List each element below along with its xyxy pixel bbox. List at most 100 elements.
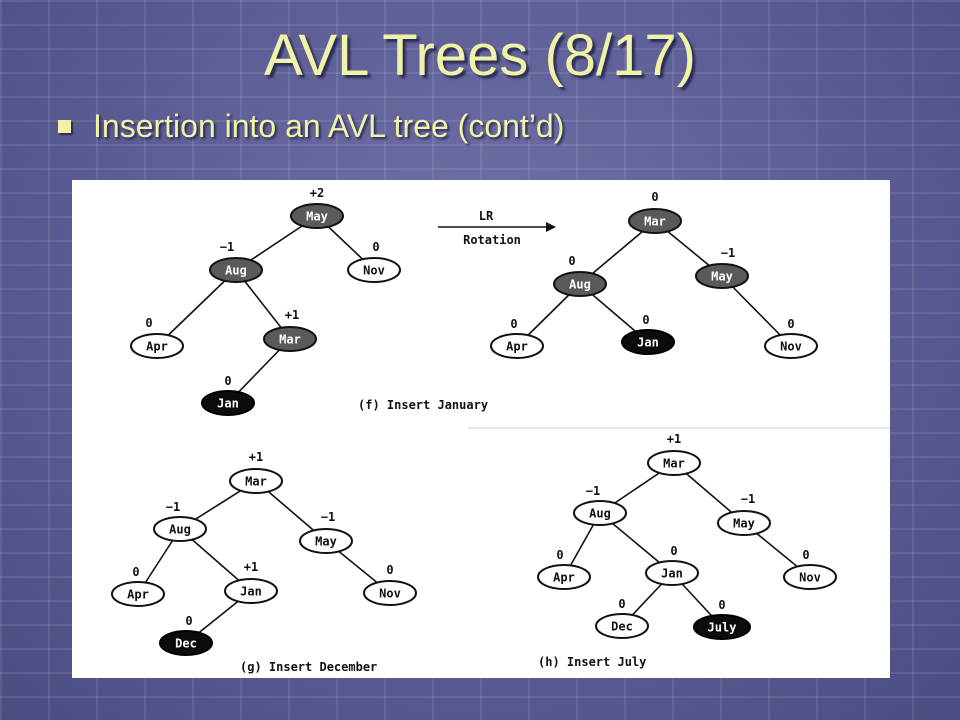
node-ellipse bbox=[573, 500, 627, 526]
node-label: Jan bbox=[217, 397, 239, 411]
tree-node-aug: Aug bbox=[209, 257, 263, 283]
balance-factor: 0 bbox=[618, 597, 625, 611]
balance-factor: 0 bbox=[224, 374, 231, 388]
trees-layer: May+2Aug−1Nov0Apr0Mar+1Jan0Mar0Aug0May−1… bbox=[111, 186, 837, 656]
node-ellipse bbox=[347, 257, 401, 283]
slide-title: AVL Trees (8/17) bbox=[264, 23, 696, 88]
node-label: Nov bbox=[363, 264, 385, 278]
tree-node-jan: Jan bbox=[621, 329, 675, 355]
tree-node-apr: Apr bbox=[490, 333, 544, 359]
node-ellipse bbox=[621, 329, 675, 355]
node-ellipse bbox=[209, 257, 263, 283]
balance-factor: 0 bbox=[642, 313, 649, 327]
node-label: Apr bbox=[146, 340, 168, 354]
node-label: May bbox=[306, 210, 328, 224]
bullet-row: Insertion into an AVL tree (cont’d) bbox=[58, 108, 564, 145]
node-label: Apr bbox=[553, 571, 575, 585]
node-ellipse bbox=[159, 630, 213, 656]
node-label: May bbox=[315, 535, 337, 549]
tree-node-mar: Mar bbox=[229, 468, 283, 494]
node-ellipse bbox=[224, 578, 278, 604]
node-ellipse bbox=[783, 564, 837, 590]
tree-node-aug: Aug bbox=[153, 516, 207, 542]
node-label: Jan bbox=[661, 567, 683, 581]
tree-node-dec: Dec bbox=[159, 630, 213, 656]
node-label: Nov bbox=[379, 587, 401, 601]
node-label: Mar bbox=[663, 457, 685, 471]
node-ellipse bbox=[229, 468, 283, 494]
tree-node-apr: Apr bbox=[130, 333, 184, 359]
rotation-label-lr: LR bbox=[479, 209, 494, 223]
balance-factor: 0 bbox=[386, 563, 393, 577]
tree-node-july: July bbox=[693, 614, 751, 640]
balance-factor: −1 bbox=[721, 246, 735, 260]
balance-factor: 0 bbox=[651, 190, 658, 204]
node-label: Apr bbox=[127, 588, 149, 602]
node-ellipse bbox=[647, 450, 701, 476]
node-label: Aug bbox=[169, 523, 191, 537]
tree-node-may: May bbox=[290, 203, 344, 229]
rotation-label-rotation: Rotation bbox=[463, 233, 521, 247]
node-label: Aug bbox=[225, 264, 247, 278]
node-ellipse bbox=[628, 208, 682, 234]
tree-node-jan: Jan bbox=[201, 390, 255, 416]
node-ellipse bbox=[130, 333, 184, 359]
balance-factor: 0 bbox=[787, 317, 794, 331]
node-label: Mar bbox=[245, 475, 267, 489]
node-ellipse bbox=[363, 580, 417, 606]
node-ellipse bbox=[717, 510, 771, 536]
node-ellipse bbox=[645, 560, 699, 586]
node-label: Aug bbox=[589, 507, 611, 521]
tree-node-apr: Apr bbox=[537, 564, 591, 590]
node-ellipse bbox=[299, 528, 353, 554]
node-ellipse bbox=[153, 516, 207, 542]
node-ellipse bbox=[490, 333, 544, 359]
balance-factor: −1 bbox=[220, 240, 234, 254]
node-label: Aug bbox=[569, 278, 591, 292]
tree-edge bbox=[156, 269, 237, 347]
node-ellipse bbox=[263, 326, 317, 352]
balance-factor: 0 bbox=[372, 240, 379, 254]
tree-node-nov: Nov bbox=[783, 564, 837, 590]
node-label: Jan bbox=[240, 585, 262, 599]
balance-factor: 0 bbox=[802, 548, 809, 562]
balance-factor: 0 bbox=[670, 544, 677, 558]
tree-node-nov: Nov bbox=[363, 580, 417, 606]
node-label: Dec bbox=[611, 620, 633, 634]
node-ellipse bbox=[201, 390, 255, 416]
node-ellipse bbox=[111, 581, 165, 607]
node-ellipse bbox=[695, 263, 749, 289]
balance-factor: +1 bbox=[667, 432, 681, 446]
balance-factor: −1 bbox=[741, 492, 755, 506]
tree-node-mar: Mar bbox=[628, 208, 682, 234]
tree-node-may: May bbox=[695, 263, 749, 289]
node-ellipse bbox=[693, 614, 751, 640]
balance-factor: 0 bbox=[556, 548, 563, 562]
node-label: May bbox=[733, 517, 755, 531]
avl-tree-diagrams: LR Rotation (f) Insert January (g) Inser… bbox=[111, 186, 890, 674]
balance-factor: 0 bbox=[568, 254, 575, 268]
balance-factor: 0 bbox=[510, 317, 517, 331]
node-label: Apr bbox=[506, 340, 528, 354]
tree-node-aug: Aug bbox=[553, 271, 607, 297]
balance-factor: −1 bbox=[166, 500, 180, 514]
node-ellipse bbox=[553, 271, 607, 297]
node-label: Dec bbox=[175, 637, 197, 651]
balance-factor: 0 bbox=[185, 614, 192, 628]
tree-node-dec: Dec bbox=[595, 613, 649, 639]
node-ellipse bbox=[595, 613, 649, 639]
node-ellipse bbox=[764, 333, 818, 359]
balance-factor: −1 bbox=[586, 484, 600, 498]
node-ellipse bbox=[537, 564, 591, 590]
node-label: Mar bbox=[644, 215, 666, 229]
tree-node-may: May bbox=[299, 528, 353, 554]
rotation-arrow-head bbox=[546, 222, 556, 232]
node-label: Jan bbox=[637, 336, 659, 350]
tree-node-aug: Aug bbox=[573, 500, 627, 526]
balance-factor: +1 bbox=[244, 560, 258, 574]
tree-node-jan: Jan bbox=[645, 560, 699, 586]
caption-f: (f) Insert January bbox=[358, 398, 488, 412]
